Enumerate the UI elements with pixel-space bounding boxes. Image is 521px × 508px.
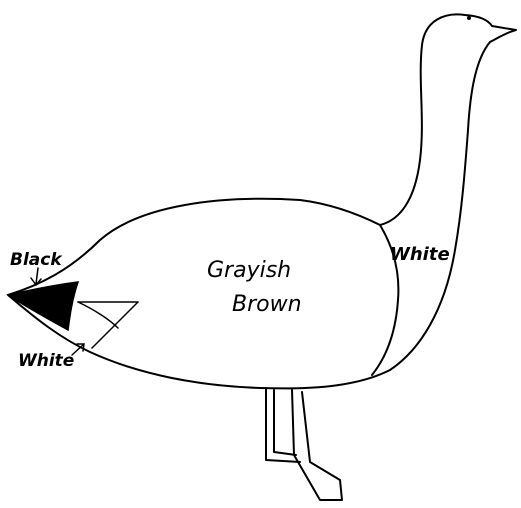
tail-feather-line-lower (78, 302, 118, 328)
tail-feather-line-diag (92, 302, 138, 348)
goose-leg-right (292, 390, 342, 500)
label-black: Black (10, 250, 63, 270)
label-tail-white: White (18, 351, 74, 371)
goose-eye (467, 16, 471, 20)
goose-leg-left (266, 388, 300, 462)
label-body-line2: Brown (232, 292, 302, 317)
goose-body-outline (8, 14, 516, 388)
label-body-line1: Grayish (207, 258, 291, 283)
label-chest-white: White (390, 244, 450, 265)
